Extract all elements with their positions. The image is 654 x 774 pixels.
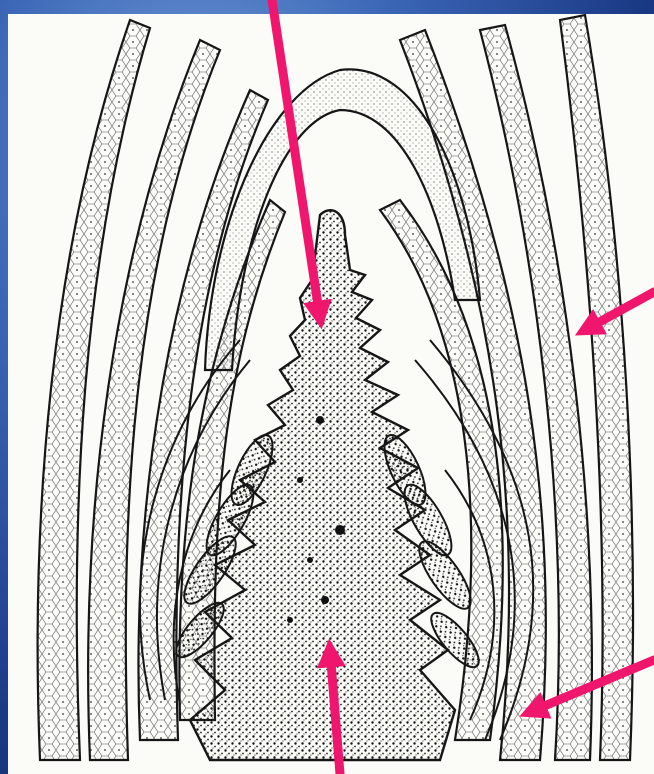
slide-background — [0, 0, 654, 774]
shoot-apex-diagram — [0, 0, 654, 774]
